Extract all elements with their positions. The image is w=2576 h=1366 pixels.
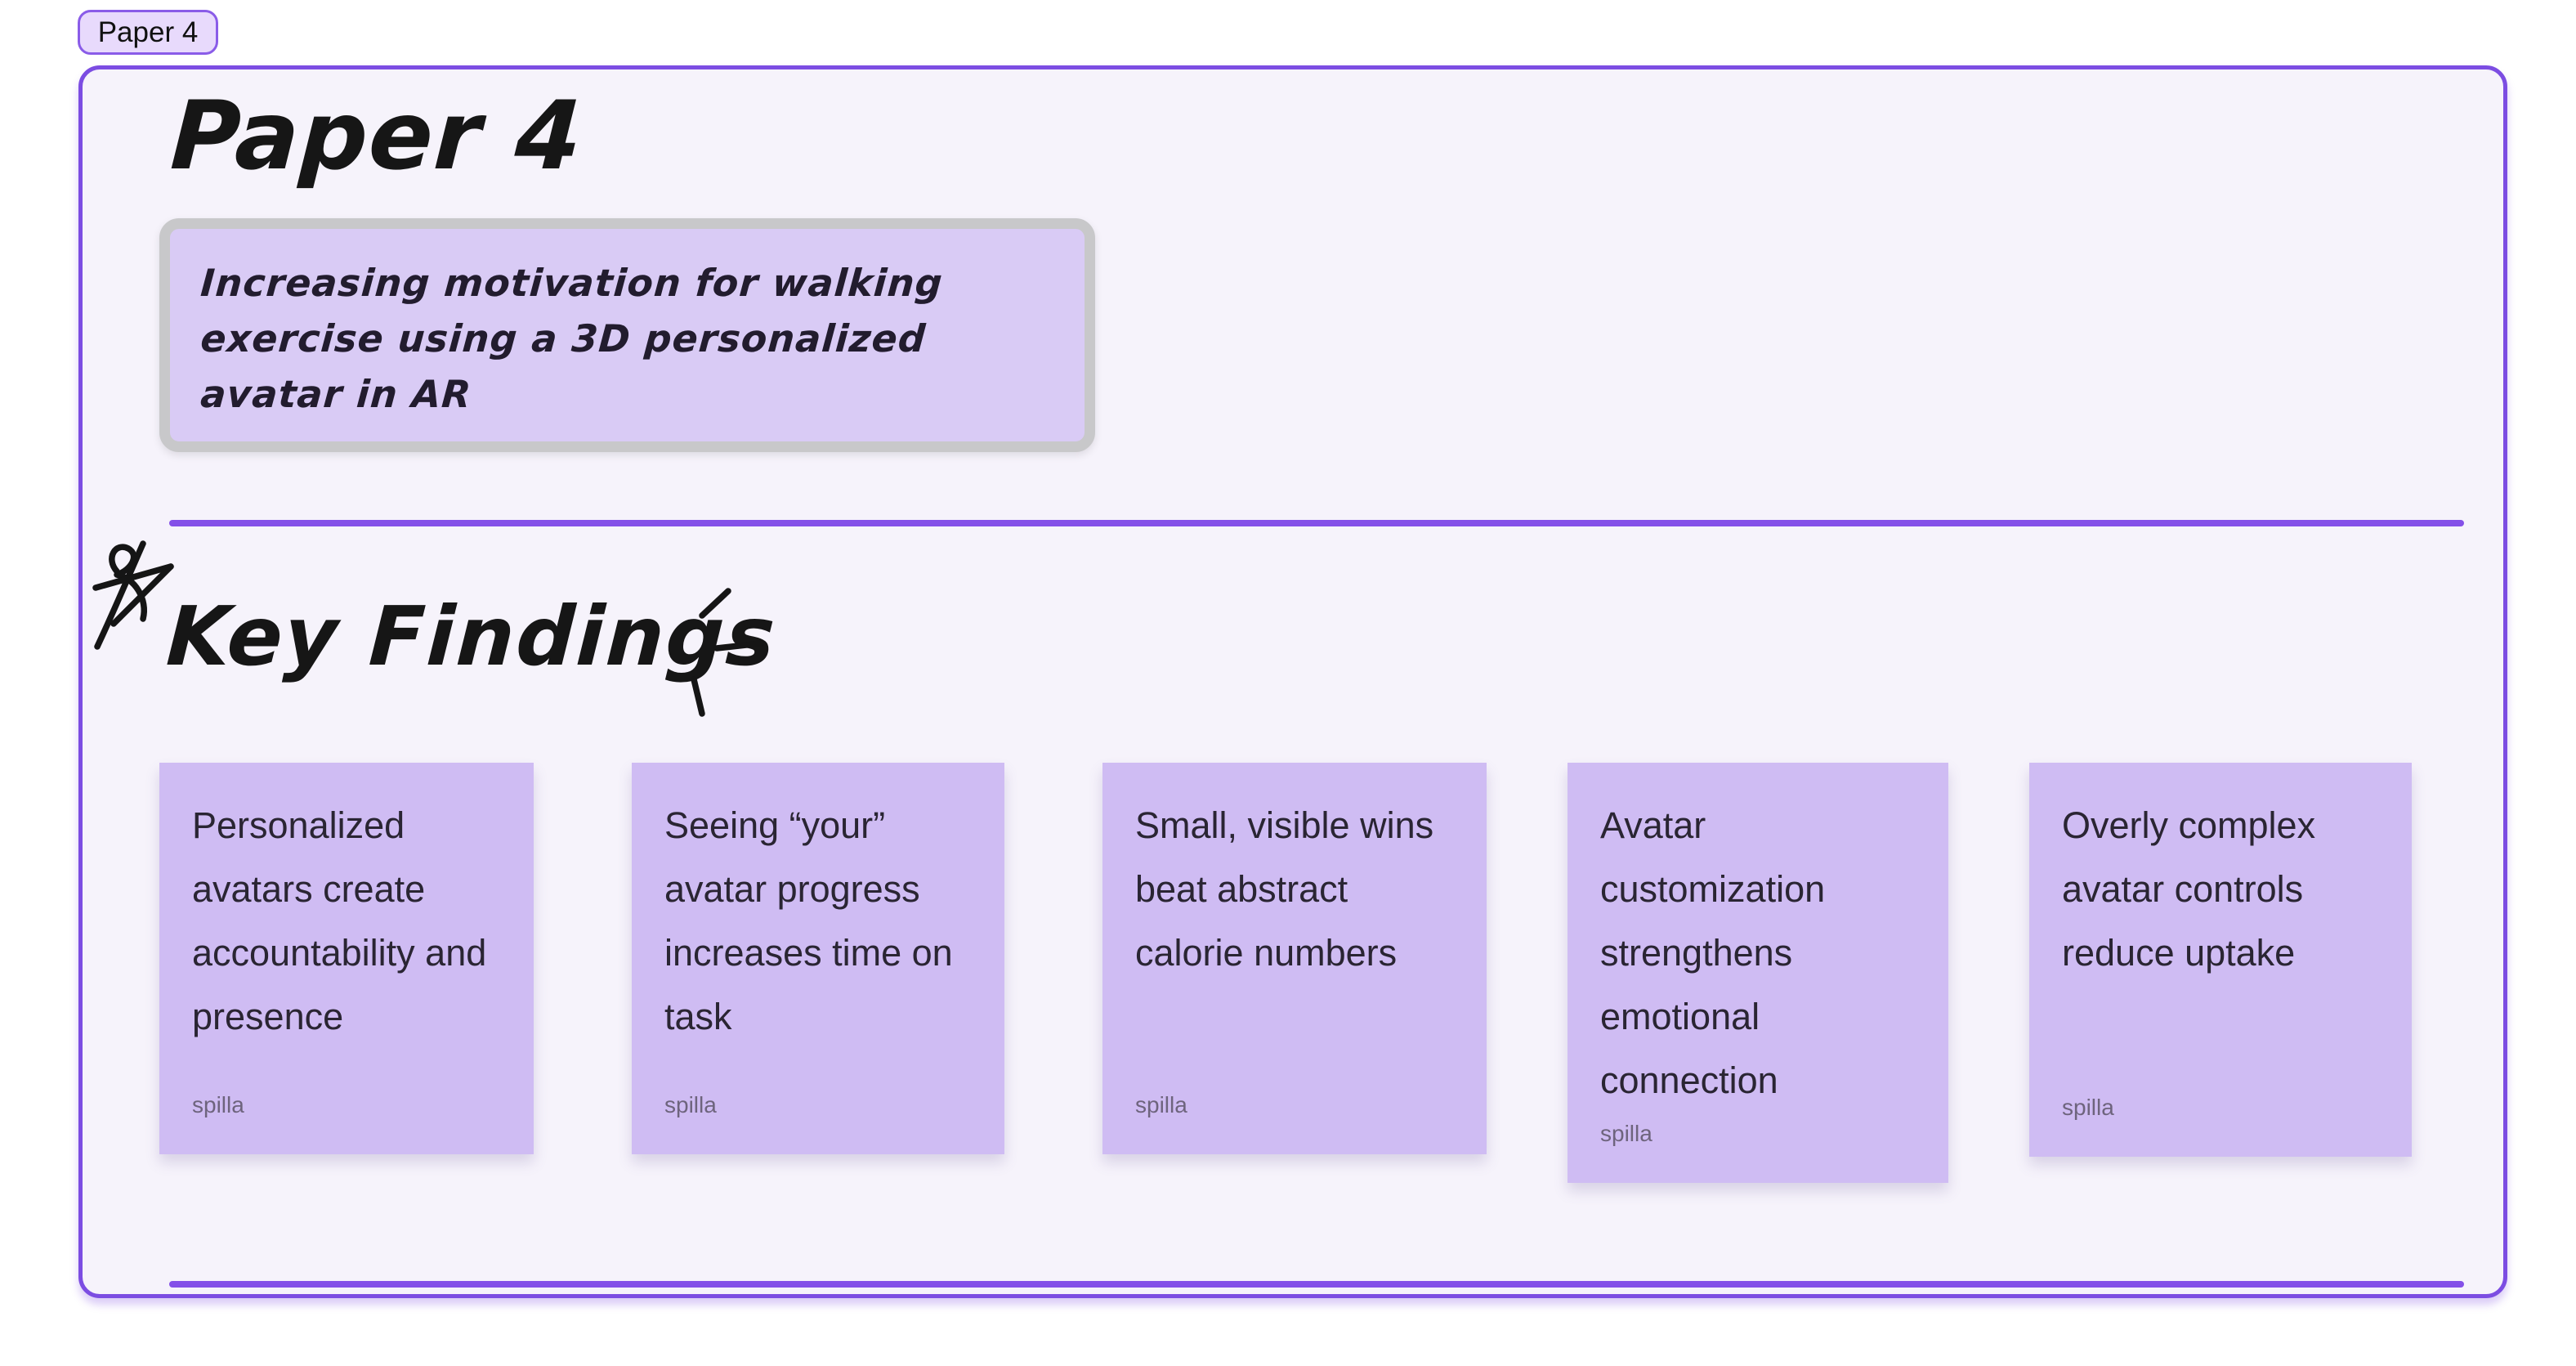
sticky-note-author: spilla <box>1600 1121 1652 1146</box>
paper-title-line: Increasing motivation for walking <box>199 261 945 305</box>
section-divider-bottom <box>169 1281 2464 1288</box>
section-divider-top <box>169 520 2464 526</box>
sticky-note-text: Avatar customization strengthens emotion… <box>1600 804 1826 1101</box>
sticky-note-text: Seeing “your” avatar progress increases … <box>664 804 953 1037</box>
frame-tab[interactable]: Paper 4 <box>78 10 218 55</box>
sticky-note-author: spilla <box>2062 1095 2114 1120</box>
frame-title[interactable]: Paper 4 <box>168 81 585 191</box>
sticky-note[interactable]: Small, visible wins beat abstract calori… <box>1102 763 1487 1154</box>
sticky-note[interactable]: Personalized avatars create accountabili… <box>159 763 534 1154</box>
dash-doodle-icon <box>691 588 764 717</box>
sticky-note-author: spilla <box>664 1092 717 1117</box>
frame-tab-label: Paper 4 <box>97 16 199 48</box>
paper-frame[interactable]: Paper 4 Increasing motivation for walkin… <box>78 65 2507 1298</box>
paper-title-line: avatar in AR <box>199 372 473 416</box>
paper-title-line: exercise using a 3D personalized <box>199 316 928 361</box>
sticky-note-author: spilla <box>192 1092 244 1117</box>
sticky-note[interactable]: Overly complex avatar controls reduce up… <box>2029 763 2412 1157</box>
paper-title-card[interactable]: Increasing motivation for walking exerci… <box>159 218 1095 452</box>
star-doodle-icon <box>92 540 174 650</box>
sticky-note-text: Small, visible wins beat abstract calori… <box>1135 804 1434 974</box>
sticky-note-author: spilla <box>1135 1092 1187 1117</box>
sticky-note[interactable]: Avatar customization strengthens emotion… <box>1568 763 1948 1183</box>
sticky-note-text: Personalized avatars create accountabili… <box>192 804 487 1037</box>
sticky-note[interactable]: Seeing “your” avatar progress increases … <box>632 763 1004 1154</box>
sticky-note-text: Overly complex avatar controls reduce up… <box>2062 804 2316 974</box>
